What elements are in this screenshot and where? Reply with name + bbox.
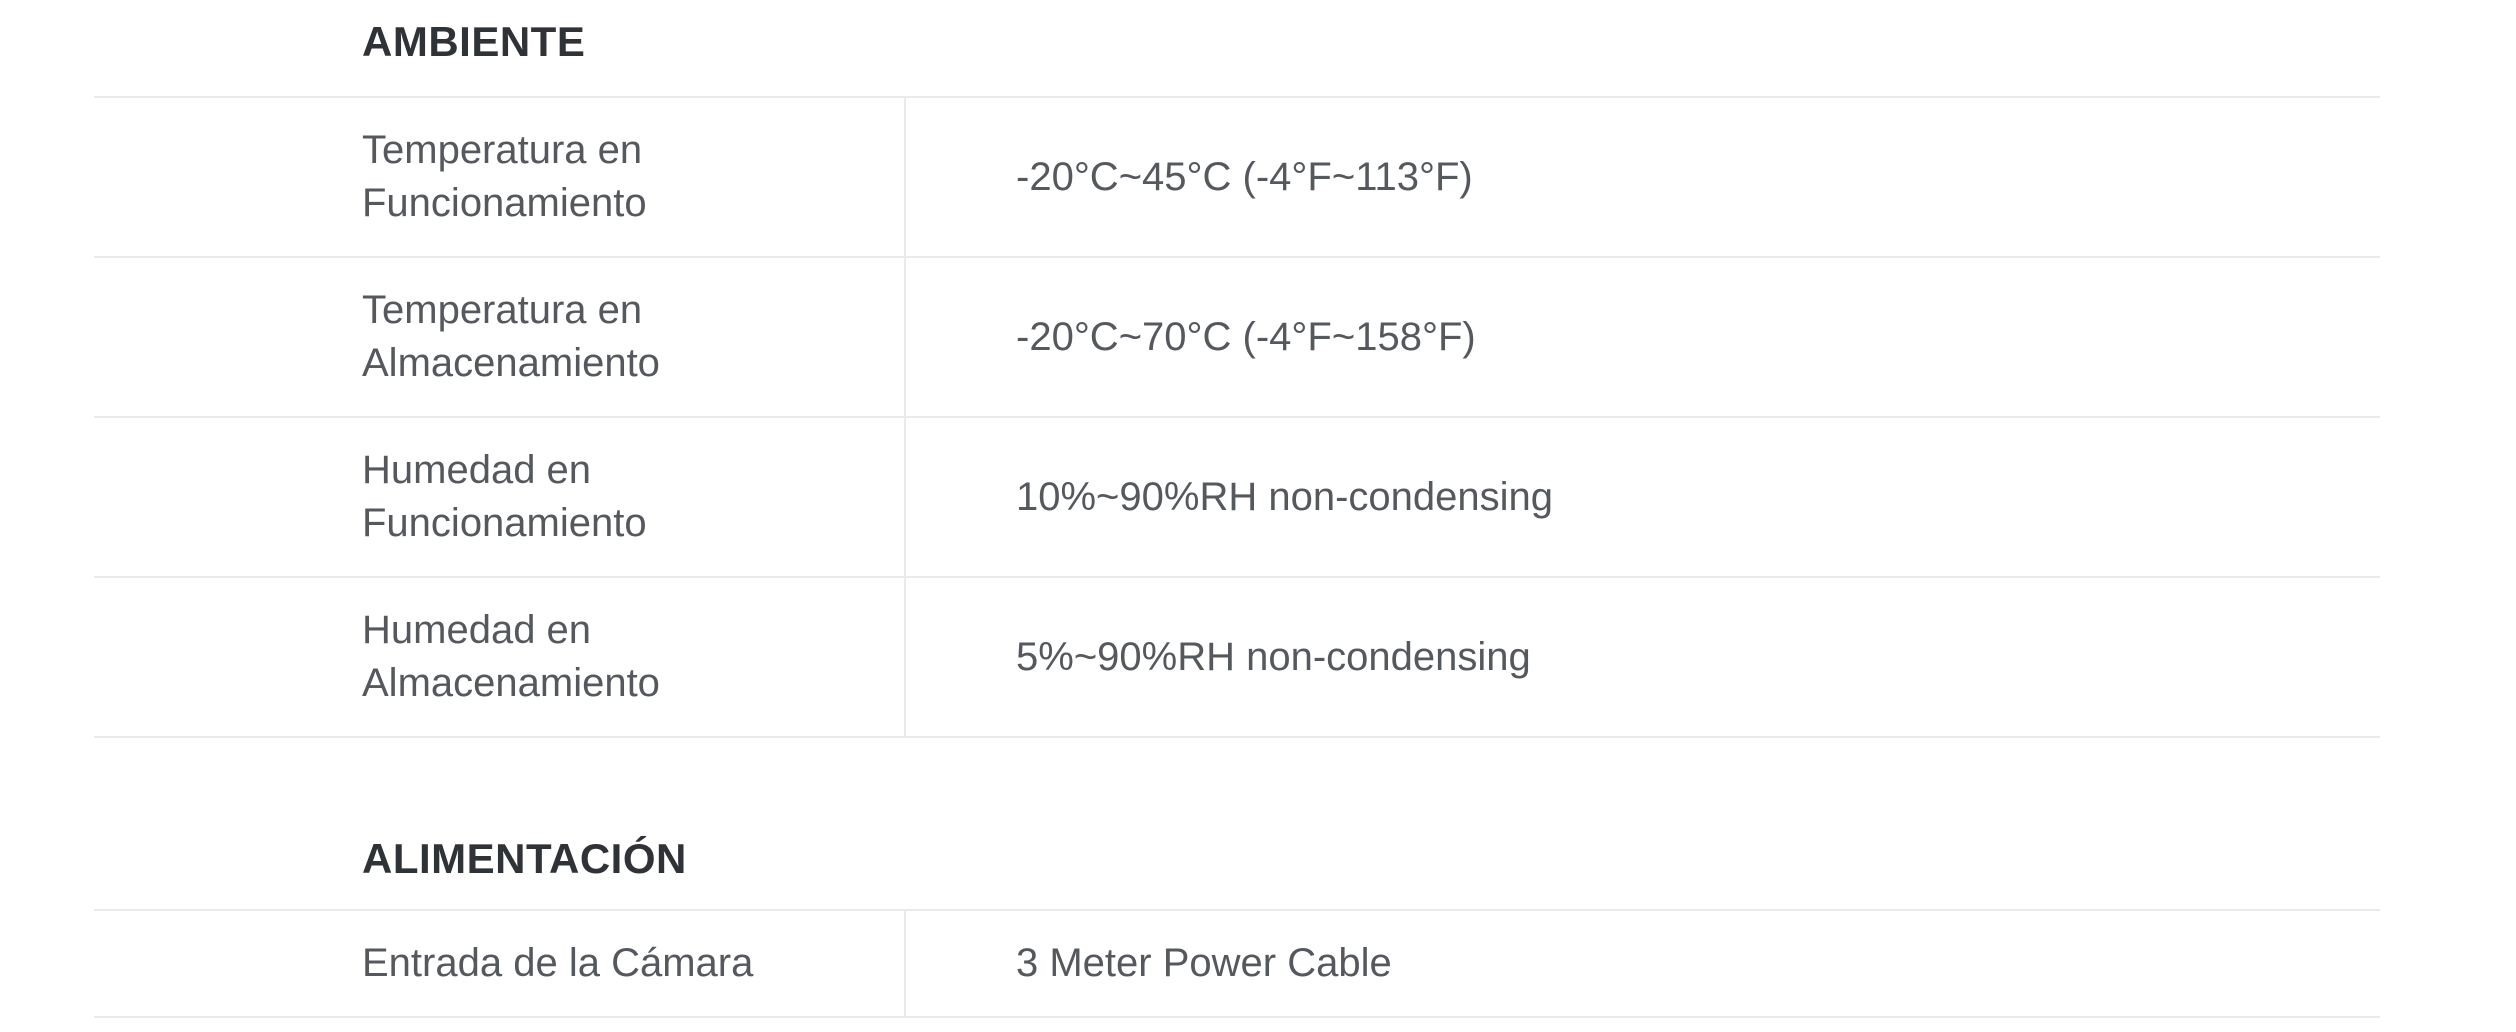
spec-label: Entrada de la Cámara xyxy=(362,941,754,985)
table-row: Humedad en Funcionamiento 10%~90%RH non-… xyxy=(94,418,2380,578)
spec-label-cell: Entrada de la Cámara xyxy=(94,911,904,1016)
spec-value-cell: -20°C~70°C (-4°F~158°F) xyxy=(904,258,2380,416)
table-row: Temperatura en Almacenamiento -20°C~70°C… xyxy=(94,258,2380,418)
spec-value-cell: -20°C~45°C (-4°F~113°F) xyxy=(904,98,2380,256)
section-title: ALIMENTACIÓN xyxy=(362,835,687,882)
spec-value-cell: 3 Meter Power Cable xyxy=(904,911,2380,1016)
spec-value: 3 Meter Power Cable xyxy=(1016,941,1392,985)
spec-value-cell: 5%~90%RH non-condensing xyxy=(904,578,2380,736)
spec-label: Temperatura en Almacenamiento xyxy=(362,288,660,385)
spec-section: AMBIENTE Temperatura en Funcionamiento -… xyxy=(94,14,2380,738)
spec-label: Humedad en Funcionamiento xyxy=(362,448,647,545)
table-row: Entrada de la Cámara 3 Meter Power Cable xyxy=(94,911,2380,1018)
spec-content: AMBIENTE Temperatura en Funcionamiento -… xyxy=(94,14,2380,1018)
spec-value: -20°C~70°C (-4°F~158°F) xyxy=(1016,314,1476,359)
spec-value: -20°C~45°C (-4°F~113°F) xyxy=(1016,154,1473,199)
spec-value: 10%~90%RH non-condensing xyxy=(1016,474,1554,519)
spec-section: ALIMENTACIÓN Entrada de la Cámara 3 Mete… xyxy=(94,831,2380,1018)
spec-label-cell: Humedad en Funcionamiento xyxy=(94,418,904,576)
spec-label-cell: Humedad en Almacenamiento xyxy=(94,578,904,736)
spec-label: Temperatura en Funcionamiento xyxy=(362,128,647,225)
table-row: Humedad en Almacenamiento 5%~90%RH non-c… xyxy=(94,578,2380,738)
spec-label: Humedad en Almacenamiento xyxy=(362,608,660,705)
table-row: Temperatura en Funcionamiento -20°C~45°C… xyxy=(94,98,2380,258)
section-title: AMBIENTE xyxy=(362,18,586,65)
spec-label-cell: Temperatura en Funcionamiento xyxy=(94,98,904,256)
spec-value: 5%~90%RH non-condensing xyxy=(1016,634,1531,679)
spec-label-cell: Temperatura en Almacenamiento xyxy=(94,258,904,416)
spec-value-cell: 10%~90%RH non-condensing xyxy=(904,418,2380,576)
spec-table: Temperatura en Funcionamiento -20°C~45°C… xyxy=(94,96,2380,738)
spec-table: Entrada de la Cámara 3 Meter Power Cable xyxy=(94,909,2380,1018)
